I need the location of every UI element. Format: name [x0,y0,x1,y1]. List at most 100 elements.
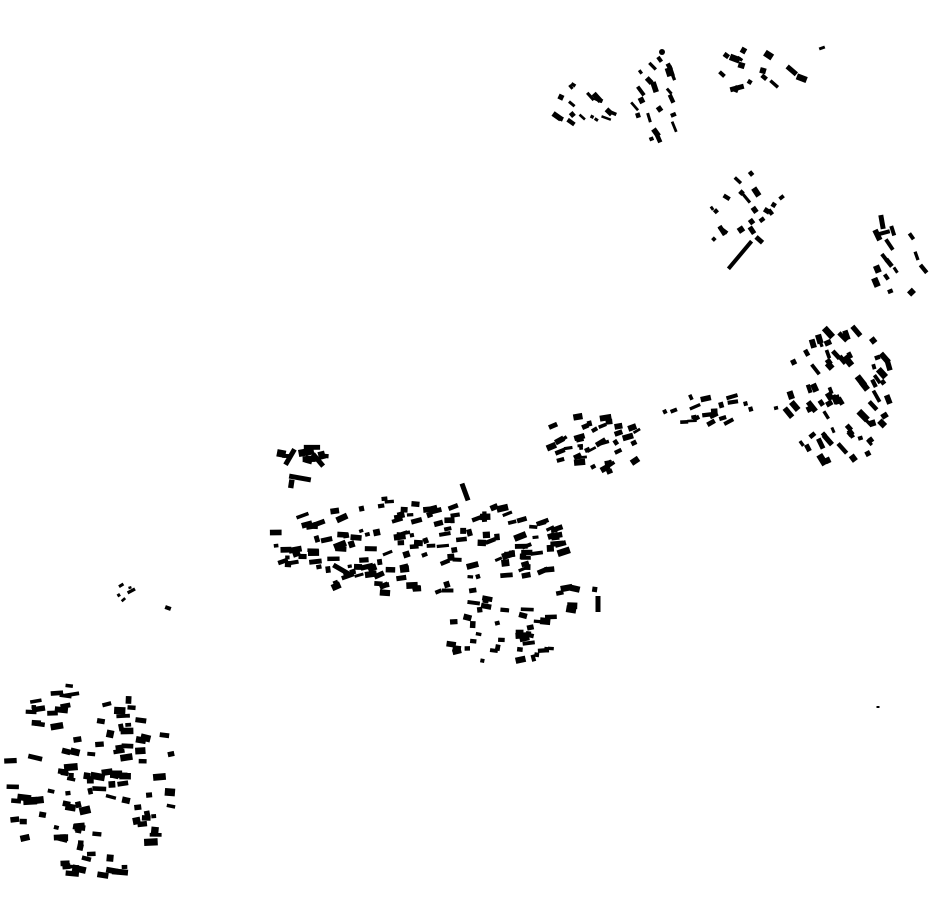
building [413,539,423,547]
building [689,402,701,411]
building [330,507,340,515]
building [747,225,757,236]
building [810,382,820,393]
building [53,824,60,831]
building [10,816,20,823]
building [601,115,612,121]
building [864,450,872,458]
building [669,407,678,414]
building [589,114,595,119]
building [846,351,854,360]
buildings-layer [4,45,929,879]
building [288,473,312,483]
building [64,691,80,698]
building [288,479,295,489]
building [789,399,801,412]
building [121,743,134,749]
building [651,127,661,138]
building [475,573,481,580]
building [581,422,590,431]
building [534,652,540,658]
building [152,772,167,781]
building [717,224,727,236]
building [883,273,890,281]
building [872,374,882,385]
building [467,574,474,579]
building [723,417,735,426]
building [729,83,745,93]
building [665,62,673,71]
building [665,87,673,95]
building [332,562,352,578]
building [475,631,482,637]
building [409,532,415,538]
building [867,436,875,444]
building [586,91,595,102]
building [381,496,388,502]
building [411,501,420,508]
building [399,565,410,573]
building [120,597,127,603]
building [464,646,471,651]
building [421,551,428,558]
building [648,136,655,142]
building [557,93,565,101]
building [113,706,126,715]
building [120,727,134,735]
building [460,527,467,534]
building [481,595,493,603]
building [857,435,864,441]
building [887,288,894,295]
building [96,717,106,725]
building [106,854,114,862]
building [283,447,297,467]
building [121,796,131,805]
building [747,217,756,226]
building [554,447,566,456]
building [359,557,369,563]
building [325,566,331,574]
building [27,753,43,762]
building [151,814,157,819]
building [116,713,130,719]
building [545,525,555,532]
building [450,546,458,554]
building [426,543,436,548]
building [706,418,716,427]
building [496,503,509,513]
building [110,773,119,780]
building [138,758,147,764]
building [374,581,383,587]
building [595,596,601,612]
building [822,410,830,420]
building [494,533,500,541]
building [143,838,158,847]
building [738,189,745,196]
building [544,646,550,653]
building [821,325,836,340]
building [866,438,873,447]
building [550,531,563,540]
building [320,536,333,544]
building [875,367,889,380]
building [841,354,855,368]
building [712,208,720,215]
building [879,378,887,386]
building [848,453,858,463]
building [529,524,538,530]
building [443,526,452,532]
building [277,557,289,566]
building [342,532,350,539]
building [19,818,27,825]
building [484,537,496,545]
building [575,455,588,460]
building [688,394,694,401]
building [718,70,726,78]
building [746,78,753,85]
building [164,788,176,797]
building [422,537,430,545]
building [118,582,125,588]
building [108,780,116,788]
